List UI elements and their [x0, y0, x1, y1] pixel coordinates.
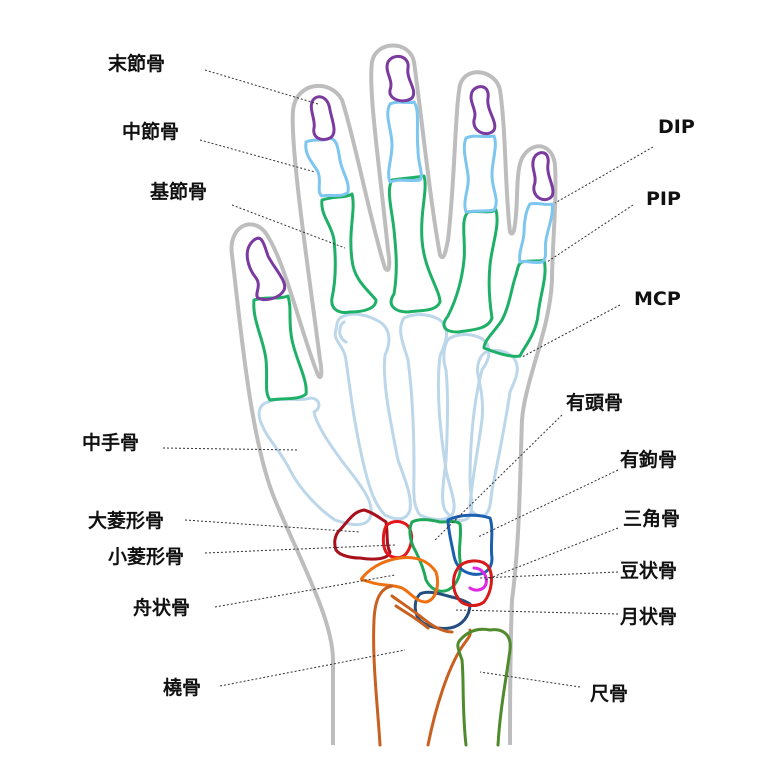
leader-ulna: [479, 671, 581, 688]
leader-trapezium: [184, 519, 361, 533]
leader-radius: [219, 649, 406, 687]
ring-proximal-phalanx: [442, 208, 499, 334]
label-pip: PIP: [646, 188, 681, 210]
index-proximal-phalanx: [320, 192, 378, 314]
hamate-bone: [446, 513, 494, 576]
distal-phalanges: [245, 54, 555, 302]
label-distal-phalanx: 末節骨: [108, 52, 165, 75]
label-ulna: 尺骨: [590, 683, 628, 705]
leader-lines: [162, 69, 654, 688]
little-middle-phalanx: [518, 201, 554, 265]
label-scaphoid: 舟状骨: [133, 596, 190, 619]
triquetrum-bone: [452, 559, 493, 607]
trapezoid-bone: [381, 520, 414, 560]
label-proximal-phalanx: 基節骨: [149, 180, 207, 203]
thumb-metacarpal: [257, 396, 373, 527]
middle-proximal-phalanx: [387, 174, 442, 314]
little-distal-phalanx: [531, 151, 555, 202]
leader-mcp: [521, 304, 621, 358]
label-capitate: 有頭骨: [566, 391, 623, 414]
leader-scaphoid: [214, 574, 396, 608]
carpal-bones: [333, 508, 494, 630]
leader-middle-phalanx: [199, 139, 316, 173]
label-dip: DIP: [658, 116, 695, 138]
leader-triquetrum: [484, 527, 619, 581]
leader-trapezoid: [204, 544, 396, 554]
leader-capitate: [434, 414, 563, 541]
hand-outline: [229, 43, 558, 746]
proximal-phalanges: [252, 174, 547, 402]
little-metacarpal: [468, 348, 519, 518]
label-lunate: 月状骨: [619, 605, 677, 628]
ulna-bone: [456, 627, 512, 747]
label-hamate: 有鉤骨: [620, 448, 677, 471]
pisiform-bone: [468, 566, 488, 592]
label-trapezium: 大菱形骨: [88, 509, 164, 532]
label-mcp: MCP: [634, 288, 681, 310]
lunate-bone: [413, 590, 472, 630]
middle-metacarpal: [399, 313, 456, 521]
label-pisiform: 豆状骨: [620, 559, 677, 582]
radius-articular-surface: [390, 594, 454, 634]
trapezium-bone: [333, 508, 392, 561]
ring-metacarpal: [441, 333, 491, 522]
metacarpals: [257, 312, 519, 527]
ring-middle-phalanx: [462, 134, 498, 214]
index-distal-phalanx: [309, 95, 336, 142]
leader-pisiform: [479, 571, 619, 579]
label-metacarpal: 中手骨: [82, 431, 139, 454]
radius-shaft-left: [372, 584, 394, 747]
label-triquetrum: 三角骨: [623, 507, 680, 530]
leader-lunate: [454, 609, 619, 615]
capitate-bone: [408, 518, 463, 593]
index-metacarpal-head-notch: [338, 320, 348, 344]
leader-distal-phalanx: [204, 69, 319, 105]
index-metacarpal: [333, 312, 412, 521]
scaphoid-bone: [360, 556, 440, 604]
thumb-distal-phalanx: [245, 236, 287, 302]
ulna-outline: [456, 627, 512, 747]
radius-bone: [372, 584, 472, 747]
leader-hamate: [477, 469, 619, 538]
radius-articular-rim: [394, 604, 430, 630]
leader-metacarpal: [162, 447, 299, 451]
ring-distal-phalanx: [469, 85, 497, 136]
label-trapezoid: 小菱形骨: [108, 545, 184, 568]
label-radius: 橈骨: [163, 676, 201, 699]
little-proximal-phalanx: [482, 258, 547, 358]
middle-distal-phalanx: [385, 54, 416, 103]
label-middle-phalanx: 中節骨: [122, 120, 179, 143]
labels: 末節骨 中節骨 基節骨 中手骨 大菱形骨 小菱形骨 舟状骨 橈骨 DIP PIP…: [82, 52, 695, 705]
leader-proximal-phalanx: [231, 204, 346, 249]
leader-pip: [546, 204, 634, 263]
leader-dip: [554, 146, 654, 204]
index-middle-phalanx: [304, 136, 350, 198]
thumb-proximal-phalanx: [252, 294, 308, 402]
middle-middle-phalanx: [386, 100, 423, 184]
